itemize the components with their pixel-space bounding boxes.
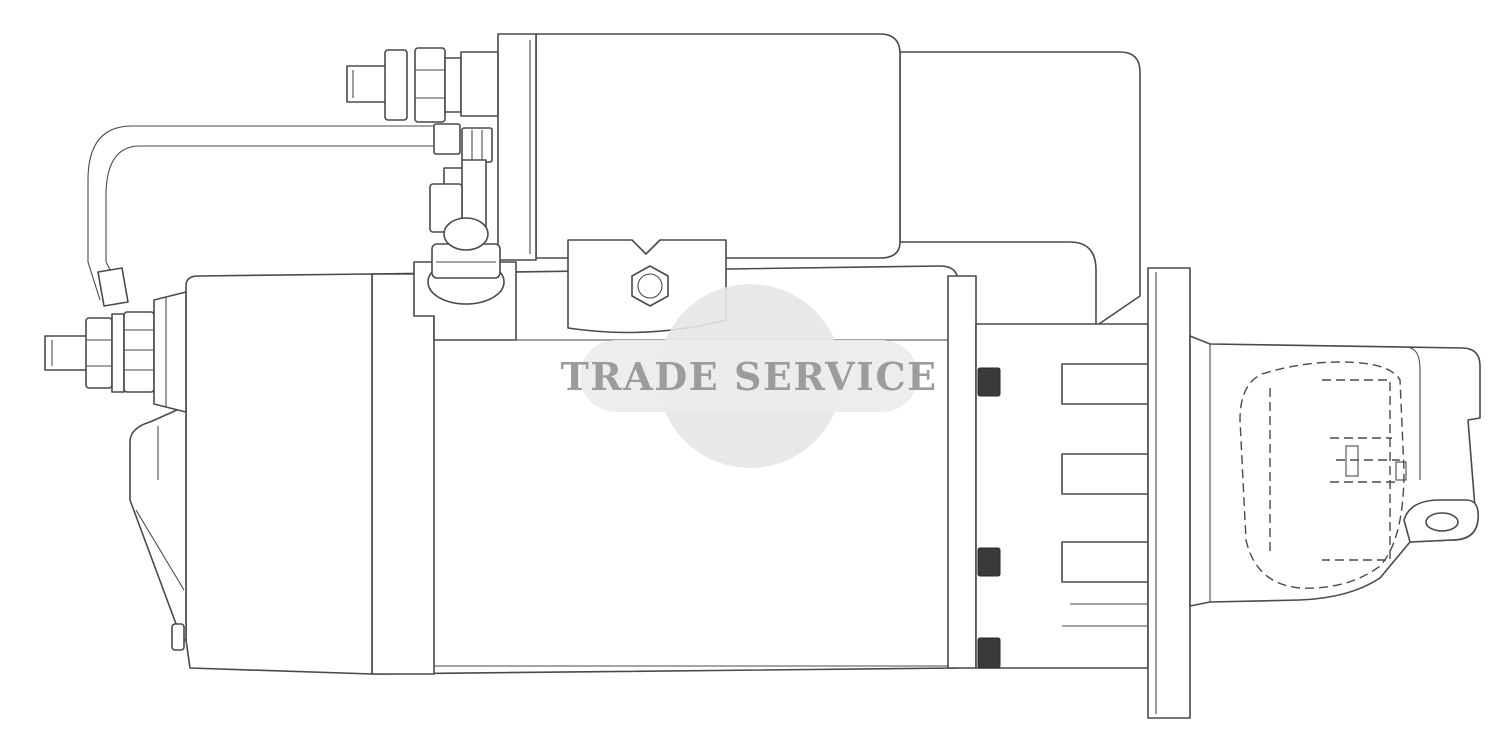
watermark: TRADE SERVICE xyxy=(560,284,937,468)
solenoid xyxy=(497,33,901,261)
mounting-bracket xyxy=(567,239,727,334)
connecting-wire xyxy=(87,125,434,307)
watermark-text: TRADE SERVICE xyxy=(560,354,937,399)
watermark-band xyxy=(580,340,918,412)
drive-housing xyxy=(975,323,1149,669)
mounting-flange xyxy=(1147,267,1191,719)
solenoid-terminal-stud xyxy=(346,47,499,123)
pinion-nose xyxy=(1189,335,1481,607)
end-cap xyxy=(129,273,373,675)
solenoid-small-terminals xyxy=(429,123,493,233)
battery-terminal-stud xyxy=(44,291,187,413)
motor-terminal-block xyxy=(413,217,517,341)
